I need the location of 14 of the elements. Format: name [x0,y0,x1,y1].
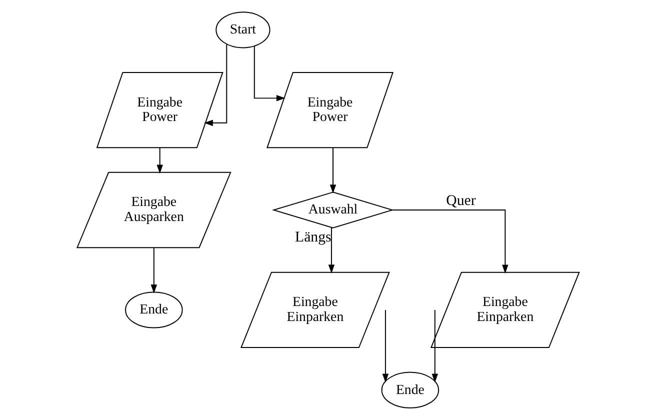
node-ellipse: Ende [124,292,182,328]
arrow [391,210,508,274]
arrow [150,247,157,294]
edge-label: Längs [294,229,331,246]
arrow [329,147,336,194]
arrow [431,310,438,383]
node-diamond: Auswahl [271,192,394,228]
arrow [253,46,285,102]
node-ellipse: Start [215,12,270,48]
arrow [204,44,227,126]
arrow [156,147,162,174]
arrow [382,310,388,383]
edge-label: Quer [446,193,476,210]
arrow [328,226,334,274]
